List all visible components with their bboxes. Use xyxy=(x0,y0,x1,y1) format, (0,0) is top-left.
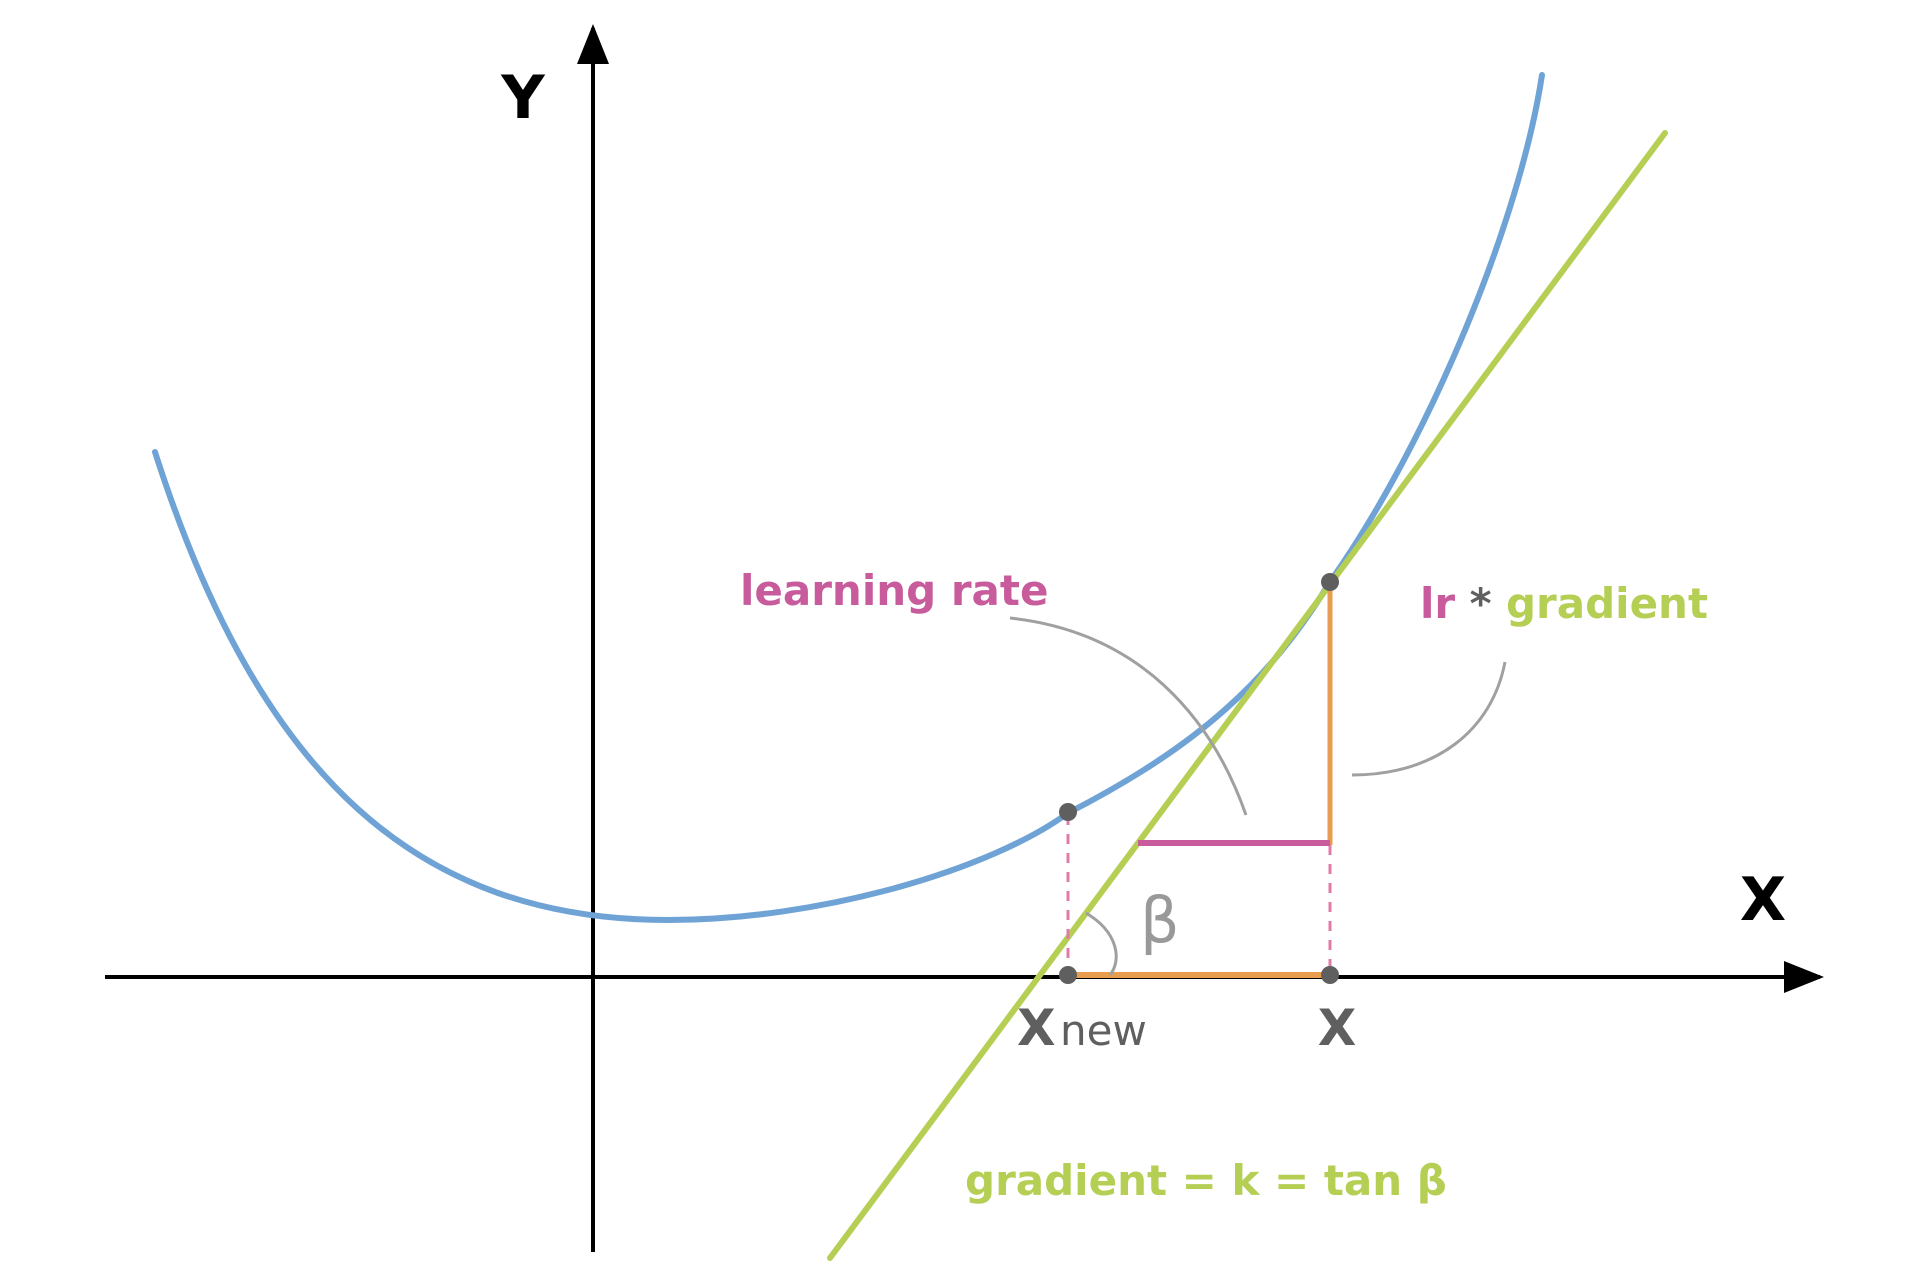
x-point-on-axis xyxy=(1321,966,1339,984)
beta-label: β xyxy=(1140,884,1180,957)
xnew-point-on-axis xyxy=(1059,966,1077,984)
gradient-formula: gradient = k = tan β xyxy=(965,1156,1447,1205)
x-new-label-subscript: new xyxy=(1060,1006,1147,1055)
x-current-label: X xyxy=(1318,999,1357,1057)
x-new-label: X new xyxy=(1017,999,1147,1057)
gradient-label: gradient xyxy=(1506,579,1708,628)
multiply-symbol: * xyxy=(1470,579,1492,628)
x-axis-label: X xyxy=(1740,865,1786,935)
learning-rate-label: learning rate xyxy=(740,566,1048,615)
learning-rate-pointer xyxy=(1009,616,1248,816)
loss-curve xyxy=(152,72,1545,924)
lr-gradient-pointer xyxy=(1351,661,1507,777)
y-axis-label: Y xyxy=(500,63,546,133)
x-new-label-main: X xyxy=(1017,999,1056,1057)
lr-label: lr xyxy=(1420,579,1455,628)
current-point-on-curve xyxy=(1321,573,1339,591)
tangent-line xyxy=(827,130,1668,1261)
new-point-on-curve xyxy=(1059,803,1077,821)
beta-angle-arc xyxy=(1085,911,1118,976)
lr-gradient-label: lr * gradient xyxy=(1420,579,1708,628)
